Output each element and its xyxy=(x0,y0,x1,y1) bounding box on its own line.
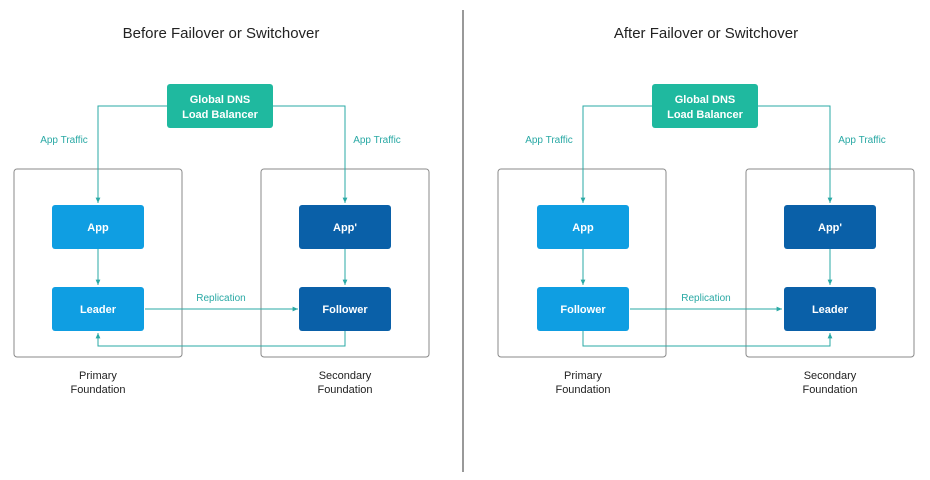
edge-label-replication: Replication xyxy=(681,293,730,304)
edge-label-app-traffic: App Traffic xyxy=(353,135,401,146)
primary-app-box xyxy=(537,205,629,249)
edge-dns-to-secondary-app xyxy=(273,105,348,203)
secondary-app-label: App' xyxy=(333,222,357,234)
dns-load-balancer-box xyxy=(167,84,273,128)
edge-return xyxy=(95,330,346,347)
secondary-db-label: Follower xyxy=(322,304,368,316)
dns-label-line1: Global DNS xyxy=(190,94,251,106)
secondary-db-label: Leader xyxy=(812,304,849,316)
primary-caption-line1: Primary xyxy=(564,370,602,382)
primary-caption-line2: Foundation xyxy=(70,384,125,396)
edge-label-replication: Replication xyxy=(196,293,245,304)
dns-load-balancer-box xyxy=(652,84,758,128)
edge-dns-to-secondary-app xyxy=(758,105,833,203)
secondary-app-box xyxy=(299,205,391,249)
dns-label-line2: Load Balancer xyxy=(667,109,744,121)
edge-dns-to-primary-app xyxy=(95,105,167,203)
panel-title: Before Failover or Switchover xyxy=(123,25,320,42)
primary-caption-line2: Foundation xyxy=(555,384,610,396)
panel-after: After Failover or Switchover App Traffic… xyxy=(497,25,915,396)
secondary-db-box xyxy=(784,287,876,331)
panel-before: Before Failover or Switchover App Traffi… xyxy=(13,25,430,396)
primary-caption-line1: Primary xyxy=(79,370,117,382)
dns-label-line2: Load Balancer xyxy=(182,109,259,121)
secondary-app-box xyxy=(784,205,876,249)
primary-db-label: Leader xyxy=(80,304,117,316)
primary-app-label: App xyxy=(572,222,594,234)
edge-label-app-traffic: App Traffic xyxy=(525,135,573,146)
secondary-caption-line2: Foundation xyxy=(802,384,857,396)
secondary-caption-line2: Foundation xyxy=(317,384,372,396)
primary-db-label: Follower xyxy=(560,304,606,316)
primary-app-label: App xyxy=(87,222,109,234)
primary-db-box xyxy=(52,287,144,331)
secondary-app-label: App' xyxy=(818,222,842,234)
edge-label-app-traffic: App Traffic xyxy=(40,135,88,146)
primary-db-box xyxy=(537,287,629,331)
secondary-db-box xyxy=(299,287,391,331)
edge-dns-to-primary-app xyxy=(580,105,652,203)
edge-label-app-traffic: App Traffic xyxy=(838,135,886,146)
primary-app-box xyxy=(52,205,144,249)
dns-label-line1: Global DNS xyxy=(675,94,736,106)
panel-title: After Failover or Switchover xyxy=(614,25,798,42)
secondary-caption-line1: Secondary xyxy=(804,370,857,382)
secondary-caption-line1: Secondary xyxy=(319,370,372,382)
primary-foundation-box xyxy=(497,168,667,358)
edge-return xyxy=(582,330,833,347)
